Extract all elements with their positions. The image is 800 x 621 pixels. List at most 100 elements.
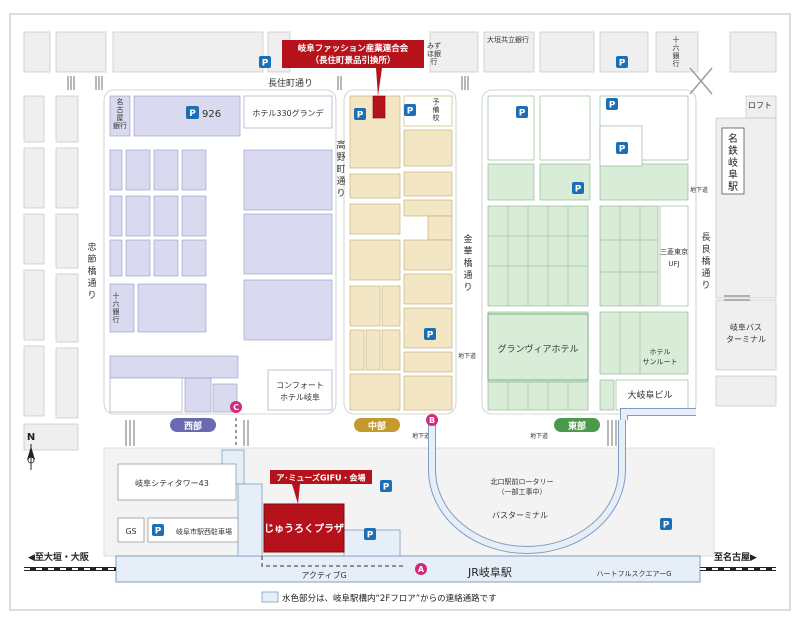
svg-text:町: 町	[336, 165, 345, 175]
svg-text:地下道: 地下道	[412, 432, 430, 440]
svg-text:名: 名	[728, 132, 738, 145]
svg-text:校: 校	[433, 113, 440, 122]
west-white-blocks	[109, 95, 333, 413]
svg-text:P: P	[407, 107, 414, 117]
svg-text:東部: 東部	[568, 420, 586, 432]
city-tower	[117, 463, 237, 501]
west-blocks	[109, 95, 333, 413]
svg-text:P: P	[663, 521, 670, 531]
marker-b: B	[426, 414, 438, 426]
legend: 水色部分は、岐阜駅構内“2Fフロア”からの連絡通路です	[261, 591, 497, 604]
svg-text:行: 行	[431, 57, 438, 66]
p926-label: 926	[202, 109, 221, 120]
parking-icon: P	[572, 182, 584, 195]
west-parking-label: 岐阜市駅西駐車場	[176, 527, 232, 536]
svg-text:通: 通	[463, 270, 472, 281]
parking-icon: P	[516, 106, 528, 119]
bus-terminal-label: バスターミナル	[492, 511, 548, 520]
granvia-block	[487, 313, 589, 381]
svg-text:高: 高	[336, 139, 345, 151]
outer-blocks	[23, 31, 777, 451]
federation-building	[372, 95, 386, 119]
nagasumi-street-label: 長住町通り	[268, 77, 313, 89]
parking-icon: P	[152, 524, 164, 537]
underpass-labels: 地下道 地下道 地下道 地下道	[412, 186, 708, 440]
parking-icon: P	[354, 108, 366, 121]
svg-text:岐: 岐	[728, 156, 738, 169]
svg-text:古: 古	[117, 105, 124, 114]
loft-label: ロフト	[748, 101, 772, 110]
svg-text:六: 六	[673, 43, 680, 52]
svg-text:ターミナル: ターミナル	[726, 335, 766, 344]
yobiko-label: 予備校	[433, 98, 440, 122]
svg-text:名: 名	[117, 97, 124, 106]
juroku-plaza	[263, 503, 345, 553]
svg-text:銀: 銀	[673, 51, 680, 60]
svg-text:サンルート: サンルート	[643, 358, 678, 366]
svg-text:節: 節	[87, 253, 96, 265]
svg-text:P: P	[609, 101, 616, 111]
svg-text:地下道: 地下道	[458, 352, 476, 360]
gs-label: GS	[125, 527, 136, 536]
svg-text:忠: 忠	[87, 242, 96, 253]
svg-text:岐阜ファッション産業連合会: 岐阜ファッション産業連合会	[298, 43, 409, 54]
parking-icon: P	[404, 104, 416, 117]
parking-icon: P	[364, 528, 376, 541]
svg-text:金: 金	[463, 233, 472, 245]
parking-icon: P	[616, 142, 628, 155]
svg-text:良: 良	[701, 243, 710, 255]
marker-a: A	[415, 563, 427, 575]
railway	[24, 567, 776, 571]
parking-icon: P	[660, 518, 672, 531]
svg-text:野: 野	[336, 152, 345, 163]
svg-text:（長住町景品引換所）: （長住町景品引換所）	[310, 55, 395, 66]
crosswalks	[67, 67, 750, 446]
svg-text:ほ銀: ほ銀	[427, 49, 441, 58]
svg-text:A: A	[418, 565, 425, 574]
parking-icon: P	[424, 328, 436, 341]
juroku-plaza-label: じゅうろくプラザ	[264, 522, 344, 535]
svg-text:行: 行	[113, 315, 120, 324]
city-tower-label: 岐阜シティタワー43	[135, 478, 209, 488]
svg-text:地下道: 地下道	[690, 186, 708, 194]
svg-text:り: り	[463, 282, 472, 293]
svg-text:り: り	[336, 188, 345, 199]
svg-text:行: 行	[673, 59, 680, 68]
svg-text:銀行: 銀行	[113, 121, 127, 130]
svg-text:ホテル岐阜: ホテル岐阜	[280, 392, 320, 402]
svg-text:P: P	[427, 331, 434, 341]
svg-text:駅: 駅	[728, 181, 738, 193]
svg-text:P: P	[262, 59, 269, 69]
svg-text:西部: 西部	[184, 420, 202, 432]
svg-text:水色部分は、岐阜駅構内“2Fフロア”からの連絡通路です: 水色部分は、岐阜駅構内“2Fフロア”からの連絡通路です	[282, 593, 497, 604]
svg-text:通: 通	[87, 278, 96, 289]
zone-east: 東部	[554, 418, 600, 432]
parking-icon: P	[606, 98, 618, 111]
callout-federation: 岐阜ファッション産業連合会 （長住町景品引換所）	[282, 40, 424, 96]
east-blocks	[487, 163, 689, 411]
svg-text:B: B	[429, 416, 435, 425]
svg-text:P: P	[619, 145, 626, 155]
svg-text:長: 長	[701, 232, 710, 243]
heartful-label: ハートフルスクエアーG	[596, 570, 671, 578]
parking-icon: P	[616, 56, 628, 69]
zone-center: 中部	[354, 418, 400, 432]
svg-text:P: P	[155, 527, 162, 537]
svg-text:P: P	[519, 109, 526, 119]
okura-label: 大垣共立銀行	[487, 35, 529, 44]
svg-text:備: 備	[433, 105, 440, 114]
station-building	[115, 555, 701, 583]
svg-text:鉄: 鉄	[728, 144, 738, 157]
svg-text:地下道: 地下道	[530, 432, 548, 440]
